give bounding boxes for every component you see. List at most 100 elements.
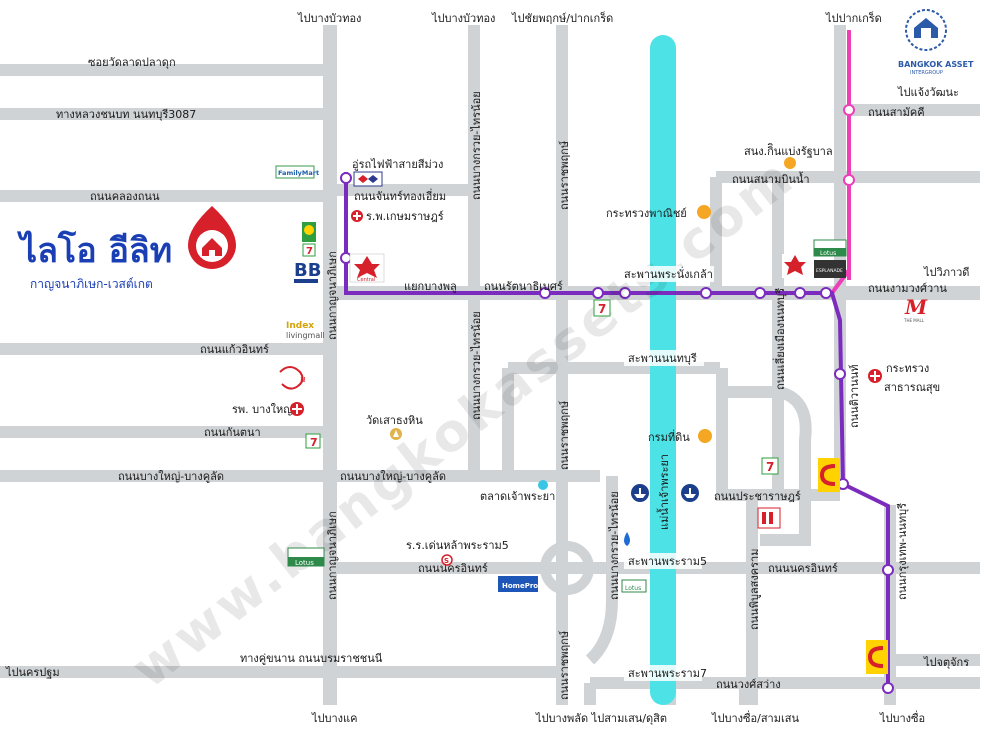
project-name: ไลโอ อีลิท (17, 230, 172, 271)
dest-chaengwattana: ไปแจ้งวัฒนะ (897, 86, 959, 99)
lotus-logo-right: Lotus (813, 239, 847, 257)
road-wongsawang: ถนนวงศ์สว่าง (716, 678, 781, 691)
road-kanthana: ถนนกันตนา (204, 426, 261, 439)
svg-text:Central: Central (357, 277, 375, 283)
plus-mall-logo: u (279, 366, 306, 390)
road-samakkhi: ถนนสามัคคี (868, 106, 925, 119)
dest-chatuchak: ไปจตุจักร (923, 656, 969, 669)
road-labels: ซอยวัดลาดปลาดุก ทางหลวงชนบท นนทบุรี3087 … (56, 56, 947, 700)
road-prachachuen: ถนนประชาราษฎร์ (714, 490, 801, 503)
dest-pakkret: ไปปากเกร็ด (825, 11, 882, 25)
landmark-kasemrad: ร.พ.เกษมราษฎร์ (366, 210, 444, 223)
central-logo (782, 254, 808, 278)
road-highway-3087: ทางหลวงชนบท นนทบุรี3087 (56, 108, 196, 121)
landmark-ministry-commerce: กระทรวงพาณิชย์ (606, 207, 687, 220)
road-bypass: ทางคู่ขนาน ถนนบรมราชชนนี (240, 652, 383, 665)
road-phibunsongkhram: ถนนพิบูลสงคราม (748, 549, 761, 630)
landmark-dot-icon (697, 205, 711, 219)
svg-text:HomePro: HomePro (502, 582, 538, 590)
landmark-lottery-office: สนง.กิินแบ่งรัฐบาล (744, 143, 833, 158)
lotus-logo-left: Lotus (287, 547, 325, 567)
svg-text:THE MALL: THE MALL (903, 318, 925, 323)
road-nakhon-in-right: ถนนนครอินทร์ (768, 562, 838, 575)
seven-eleven-logo: 7 (302, 243, 316, 257)
dest-bangbuathong-2: ไปบางบัวทอง (431, 12, 495, 25)
road-rattanathibet: ถนนรัตนาธิเบศร์ (484, 280, 563, 293)
svg-text:Lotus: Lotus (820, 250, 836, 257)
road-bangkruai-sainoi-2: ถนนบางกรวย-ไทรน้อย (470, 311, 483, 420)
index-livingmall-logo: Index livingmall (286, 321, 325, 340)
dest-nakhonpathom: ไปนครปฐม (5, 666, 60, 679)
svg-text:M: M (904, 295, 928, 319)
dest-vibhavadi: ไปวิภาวดี (923, 266, 969, 279)
landmarks: อู่รถไฟฟ้าสายสีม่วง ร.พ.เกษมราษฎร์ รพ. บ… (232, 143, 940, 566)
svg-text:Lotus: Lotus (625, 585, 641, 592)
home-pin-icon (188, 206, 236, 269)
mrt-logo-icon (353, 171, 383, 187)
pier-boat-icon (681, 484, 699, 502)
road-bangkruai-sainoi-3: ถนนบางกรวย-ไทรน้อย (608, 491, 621, 600)
road-soi-wat-latpladuk: ซอยวัดลาดปลาดุก (88, 56, 176, 69)
developer-name: BANGKOK ASSET (898, 60, 974, 69)
dest-bangbuathong-1: ไปบางบัวทอง (297, 12, 361, 25)
brand-logos: FamilyMart 7 BB Central Index livingmall (275, 165, 928, 674)
landmark-wat-saothonghin: วัดเสาธงหิน (366, 414, 423, 427)
road-ngamwongwan: ถนนงามวงศ์วาน (868, 282, 947, 295)
purple-line (340, 172, 894, 694)
pink-line (830, 30, 855, 295)
svg-text:u: u (300, 375, 306, 385)
hospital-cross-icon (351, 210, 363, 222)
svg-text:Index: Index (286, 321, 314, 331)
lotus-logo-mid: Lotus (621, 579, 647, 593)
landmark-dot-icon (784, 157, 796, 169)
dest-bangsue-samsen: ไปบางซื่อ/สามเสน (711, 710, 799, 725)
chao-phraya-river (650, 35, 676, 705)
svg-text:S: S (444, 557, 449, 565)
temple-icon (390, 428, 402, 440)
landmark-ministry-health-2: สาธารณสุข (884, 381, 940, 394)
school-logo-icon: S (441, 554, 453, 566)
road-yaek-bangphlu: แยกบางพลู (404, 280, 457, 293)
road-bangyai-bangkhulat-mid: ถนนบางใหญ่-บางคูลัด (340, 470, 446, 483)
bridge-labels: สะพานพระนั่งเกล้า สะพานนนทบุรี สะพานพระร… (620, 266, 714, 681)
the-mall-logo: M THE MALL (903, 295, 928, 323)
dest-chaiyaphruek: ไปชัยพฤกษ์/ปากเกร็ด (511, 11, 613, 25)
road-ratchaphruek-1: ถนนราชพฤกษ์ (558, 141, 571, 210)
landmark-mrt-depot: อู่รถไฟฟ้าสายสีม่วง (352, 158, 443, 171)
developer-tagline: INTERGROUP (910, 70, 943, 76)
landmark-talat-chaophraya: ตลาดเจ้าพระยา (480, 490, 555, 503)
bigc-logo-right-lower (866, 640, 888, 674)
svg-text:7: 7 (598, 302, 606, 316)
road-tiwanon: ถนนติวานนท์ (848, 365, 861, 429)
bigc-logo (302, 222, 316, 242)
svg-text:7: 7 (310, 436, 318, 449)
road-chan-thongiam: ถนนจันทร์ทองเอี่ยม (354, 188, 446, 203)
svg-text:ESPLANADE: ESPLANADE (816, 268, 843, 274)
destination-labels: ไปบางบัวทอง ไปบางบัวทอง ไปชัยพฤกษ์/ปากเก… (5, 11, 969, 725)
seven-eleven-logo: 7 (305, 433, 321, 449)
landmark-dot-icon (698, 429, 712, 443)
bigc-logo-right (818, 458, 840, 492)
seven-eleven-logo: 7 (761, 457, 779, 475)
pier-boat-icon (631, 484, 649, 502)
building-logo (757, 507, 781, 529)
road-kaew-inthon: ถนนแก้วอินทร์ (200, 343, 269, 356)
road-bangkruai-sainoi-1: ถนนบางกรวย-ไทรน้อย (470, 91, 483, 200)
developer-logo: BANGKOK ASSET INTERGROUP (898, 9, 974, 76)
road-kanchanaphisek-low: ถนนกาญจนาภิเษก (326, 511, 339, 600)
bridge-rama7: สะพานพระราม7 (628, 667, 707, 680)
hospital-cross-icon (290, 402, 304, 416)
bridge-rama5: สะพานพระราม5 (628, 555, 707, 568)
esplanade-logo: ESPLANADE (814, 260, 846, 278)
landmark-bangyai-hospital: รพ. บางใหญ่ (232, 403, 293, 416)
road-ratchaphruek-3: ถนนราชพฤกษ์ (558, 631, 571, 700)
road-khlong-thanon: ถนนคลองถนน (90, 190, 160, 203)
svg-text:Lotus: Lotus (295, 559, 314, 567)
road-liang-mueang: ถนนเลี่ยงเมืองนนทบุรี (772, 288, 787, 390)
svg-text:livingmall: livingmall (286, 331, 325, 340)
project-logo: ไลโอ อีลิท กาญจนาภิเษก-เวสต์เกต (17, 206, 236, 291)
svg-text:BB: BB (294, 260, 321, 281)
dest-bangphlat: ไปบางพลัด ไปสามเสน/ดุสิต (535, 712, 667, 725)
road-bangyai-bangkhulat-left: ถนนบางใหญ่-บางคูลัด (118, 470, 224, 483)
